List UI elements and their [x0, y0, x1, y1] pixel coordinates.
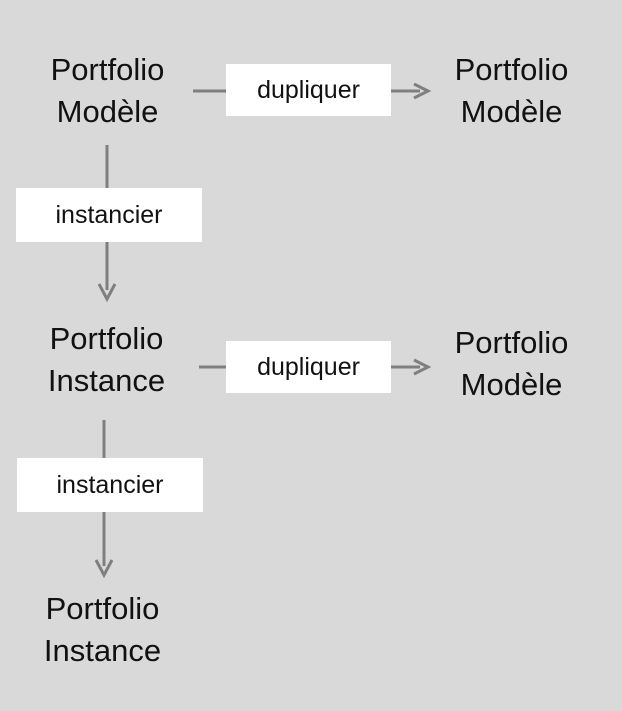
- node-line-2: Modèle: [460, 367, 563, 402]
- portfolio-model-node-middle-right: Portfolio Modèle: [424, 322, 599, 406]
- node-line-1: Portfolio: [454, 325, 569, 360]
- node-line-1: Portfolio: [45, 591, 160, 626]
- duplicate-middle-arrowhead: [413, 358, 432, 376]
- instantiate-label-bottom: instancier: [17, 458, 203, 512]
- portfolio-instance-node-middle-left: Portfolio Instance: [19, 318, 194, 402]
- portfolio-model-node-top-right: Portfolio Modèle: [424, 49, 599, 133]
- arrowheads: [94, 82, 432, 579]
- portfolio-model-node-top-left: Portfolio Modèle: [20, 49, 195, 133]
- node-line-2: Modèle: [460, 94, 563, 129]
- node-line-2: Instance: [43, 633, 162, 668]
- instantiate-bottom-arrowhead: [94, 559, 114, 579]
- instantiate-label-top: instancier: [16, 188, 202, 242]
- node-line-1: Portfolio: [454, 52, 569, 87]
- node-line-2: Modèle: [56, 94, 159, 129]
- node-line-1: Portfolio: [50, 52, 165, 87]
- duplicate-top-arrowhead: [413, 82, 432, 100]
- instantiate-top-arrowhead: [97, 283, 117, 303]
- portfolio-instance-node-bottom-left: Portfolio Instance: [15, 588, 190, 672]
- node-line-2: Instance: [47, 363, 166, 398]
- duplicate-label-top: dupliquer: [226, 64, 391, 116]
- duplicate-label-middle: dupliquer: [226, 341, 391, 393]
- node-line-1: Portfolio: [49, 321, 164, 356]
